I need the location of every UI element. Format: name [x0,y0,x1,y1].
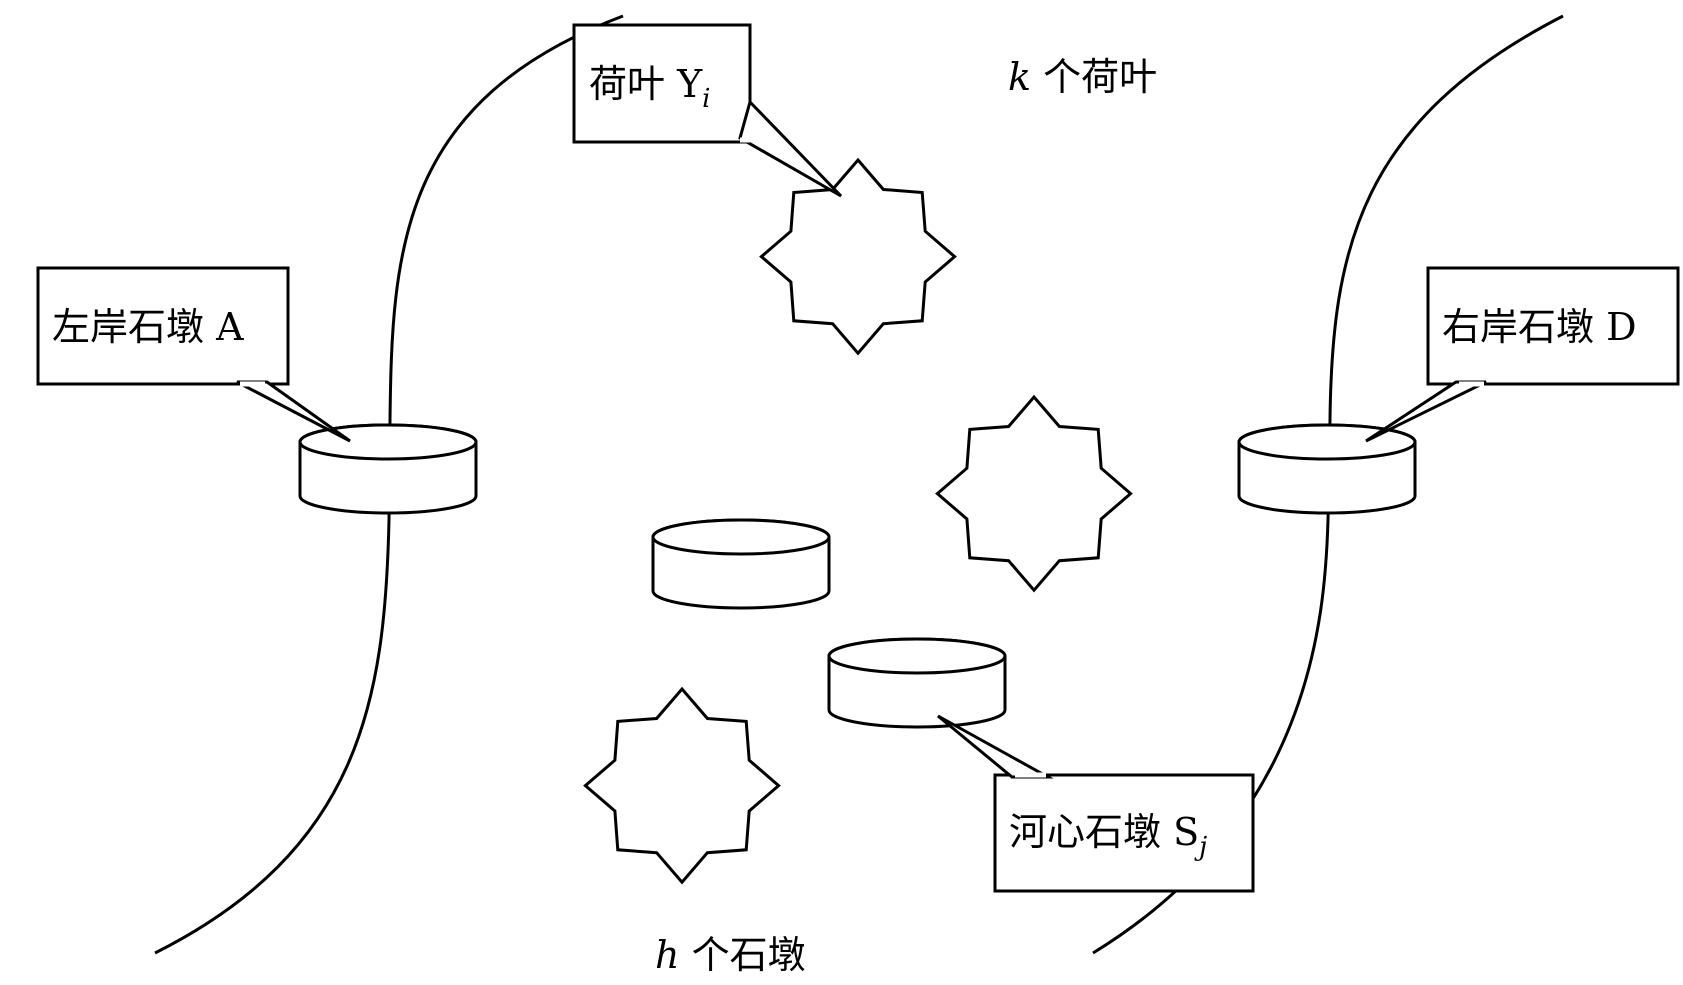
svg-text:荷叶 Yi: 荷叶 Yi [589,62,711,114]
leaf-count-text: 个荷叶 [1031,55,1157,99]
callout-pointer [937,714,1054,779]
callout-box [572,23,752,144]
callout-river-pier-text: 河心石墩 S [1009,810,1199,854]
pier-count-variable: h [655,933,679,977]
left-bank-pier [298,423,478,515]
lily-pad-top [759,157,957,356]
river-pier-lower [827,637,1007,729]
callout-pointer [738,99,843,198]
left-pier-label: 左岸石墩 A [52,305,244,349]
leaf-count-label: k 个荷叶 [1008,55,1157,99]
cylinder-top [298,423,478,461]
leaf-count-variable: k [1008,55,1031,99]
callout-box [36,266,290,386]
right-bank-pier [1237,423,1417,515]
right-pier-label: 右岸石墩 D [1442,305,1637,349]
callout-leaf-subscript: i [702,84,710,114]
pier-count-text: 个石墩 [679,933,805,977]
callout-leaf-text: 荷叶 Y [589,62,703,106]
callout-box [1426,266,1680,386]
cylinder-top [651,518,831,556]
callout-left-pier: 左岸石墩 A [36,266,351,443]
callout-leaf: 荷叶 Yi [572,23,843,198]
callout-river-pier: 河心石墩 Sj [937,714,1255,893]
callout-pointer [1365,380,1487,443]
lily-pad-right [935,394,1133,593]
pier-count-label: h 个石墩 [655,933,806,977]
callout-right-pier: 右岸石墩 D [1365,266,1680,443]
callout-pointer [236,380,351,443]
cylinder-top [827,637,1007,675]
lily-pad-bottom [583,686,781,885]
cylinder-top [1237,423,1417,461]
callout-box [993,773,1255,893]
svg-text:河心石墩 Sj: 河心石墩 Sj [1009,810,1207,862]
river-pier-middle [651,518,831,610]
